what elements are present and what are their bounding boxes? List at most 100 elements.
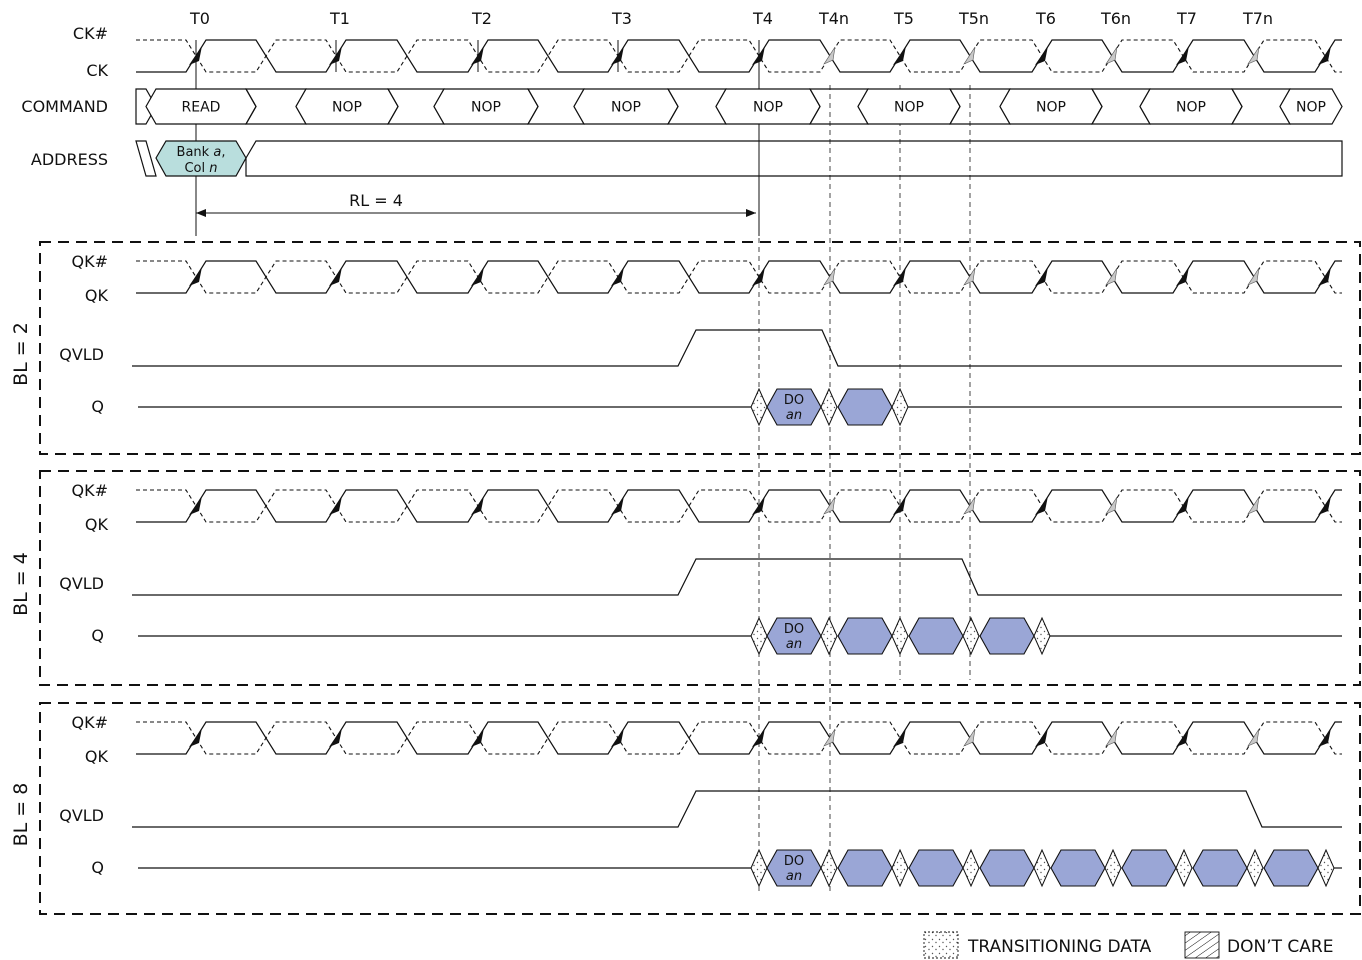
qvld-label: QVLD: [59, 345, 104, 364]
read-latency-label: RL = 4: [349, 191, 403, 210]
q-transition-5: [1175, 848, 1193, 888]
burst-length-label: BL = 8: [10, 783, 32, 847]
qk-fall-marker-2: [1105, 267, 1118, 286]
panel-border: [39, 702, 1361, 915]
ck-waveform: [136, 39, 1342, 73]
burst-length-label: BL = 4: [10, 552, 32, 616]
address-bus: Bank a, Col n: [135, 140, 1343, 177]
data-out-line2: an: [786, 637, 802, 652]
q-transition-start: [750, 616, 768, 656]
time-label-t4n: T4n: [818, 9, 849, 28]
ck-complement-line: [136, 39, 1342, 73]
qk-rise-marker-4: [752, 496, 765, 515]
q-transition-0: [820, 387, 838, 427]
qk-rise-marker-3: [611, 267, 624, 286]
data-out-line2: an: [786, 408, 802, 423]
command-cell-8: [1279, 88, 1343, 125]
qk-rise-marker-4: [752, 267, 765, 286]
ck-fall-marker-1: [963, 46, 976, 65]
qk-fall-marker-2: [1105, 728, 1118, 747]
q-data-cell-5: [1121, 849, 1177, 887]
q-transition-0: [820, 848, 838, 888]
guide-lines: [195, 40, 971, 895]
data-out-line2: an: [786, 869, 802, 884]
command-value-3: NOP: [611, 100, 641, 116]
qk-waveform: [136, 260, 1342, 294]
qk-fall-marker-1: [963, 496, 976, 515]
ck-rise-marker-1: [329, 46, 342, 65]
qk-complement-line: [136, 721, 1342, 755]
qk-complement-line: [136, 260, 1342, 294]
q-data-cell-2: [908, 617, 964, 655]
q-label: Q: [91, 858, 104, 877]
qk-label: QK: [85, 515, 109, 534]
qk-fall-marker-1: [963, 728, 976, 747]
qk-label: QK: [85, 286, 109, 305]
time-label-t0: T0: [189, 9, 210, 28]
qk-fall-marker-3: [1247, 728, 1260, 747]
command-value-7: NOP: [1176, 100, 1206, 116]
qvld-waveform: [132, 558, 1342, 596]
qk-rise-marker-6: [1035, 496, 1048, 515]
ck-rise-marker-7: [1176, 46, 1189, 65]
command-value-2: NOP: [471, 100, 501, 116]
qk-rise-marker-2: [471, 728, 484, 747]
qk-fall-marker-0: [823, 267, 836, 286]
qk-bar-label: QK#: [72, 713, 109, 732]
qk-bar-label: QK#: [72, 481, 109, 500]
qk-rise-marker-8: [1318, 496, 1331, 515]
qk-rise-marker-7: [1176, 728, 1189, 747]
ck-bar-label: CK#: [73, 24, 108, 43]
ck-rise-marker-4: [752, 46, 765, 65]
qk-label: QK: [85, 747, 109, 766]
qk-rise-marker-1: [329, 496, 342, 515]
panel-border: [39, 241, 1361, 455]
q-transition-end: [891, 387, 909, 427]
qk-rise-marker-7: [1176, 267, 1189, 286]
qk-bar-label: QK#: [72, 252, 109, 271]
q-data-cell-1: [837, 849, 893, 887]
ck-fall-marker-2: [1105, 46, 1118, 65]
data-out-line1: DO: [784, 393, 804, 408]
q-label: Q: [91, 626, 104, 645]
qk-rise-marker-3: [611, 728, 624, 747]
transitioning-swatch: [923, 931, 959, 959]
qk-rise-marker-8: [1318, 728, 1331, 747]
qk-fall-marker-3: [1247, 496, 1260, 515]
q-transition-start: [750, 848, 768, 888]
ck-rise-marker-2: [471, 46, 484, 65]
qk-true-line: [136, 721, 1342, 755]
command-value-4: NOP: [753, 100, 783, 116]
time-label-t4: T4: [752, 9, 773, 28]
q-data-cell-1: [837, 617, 893, 655]
qk-fall-marker-1: [963, 267, 976, 286]
time-label-t6: T6: [1035, 9, 1056, 28]
q-data-cell-3: [979, 849, 1035, 887]
time-label-t6n: T6n: [1100, 9, 1131, 28]
time-label-t7: T7: [1176, 9, 1197, 28]
q-transition-0: [820, 616, 838, 656]
qk-rise-marker-1: [329, 267, 342, 286]
qk-rise-marker-6: [1035, 267, 1048, 286]
panel-border: [39, 470, 1361, 686]
qk-true-line: [136, 489, 1342, 523]
read-latency-marker: RL = 4: [196, 191, 756, 217]
qvld-label: QVLD: [59, 574, 104, 593]
qk-rise-marker-0: [189, 267, 202, 286]
time-label-t7n: T7n: [1242, 9, 1273, 28]
ck-rise-marker-3: [611, 46, 624, 65]
q-transition-2: [962, 616, 980, 656]
ck-rise-marker-5: [893, 46, 906, 65]
address-dontcare-left: [135, 140, 157, 177]
time-label-t2: T2: [471, 9, 492, 28]
qvld-waveform: [132, 790, 1342, 828]
qk-rise-marker-7: [1176, 496, 1189, 515]
qk-fall-marker-3: [1247, 267, 1260, 286]
qk-rise-marker-8: [1318, 267, 1331, 286]
